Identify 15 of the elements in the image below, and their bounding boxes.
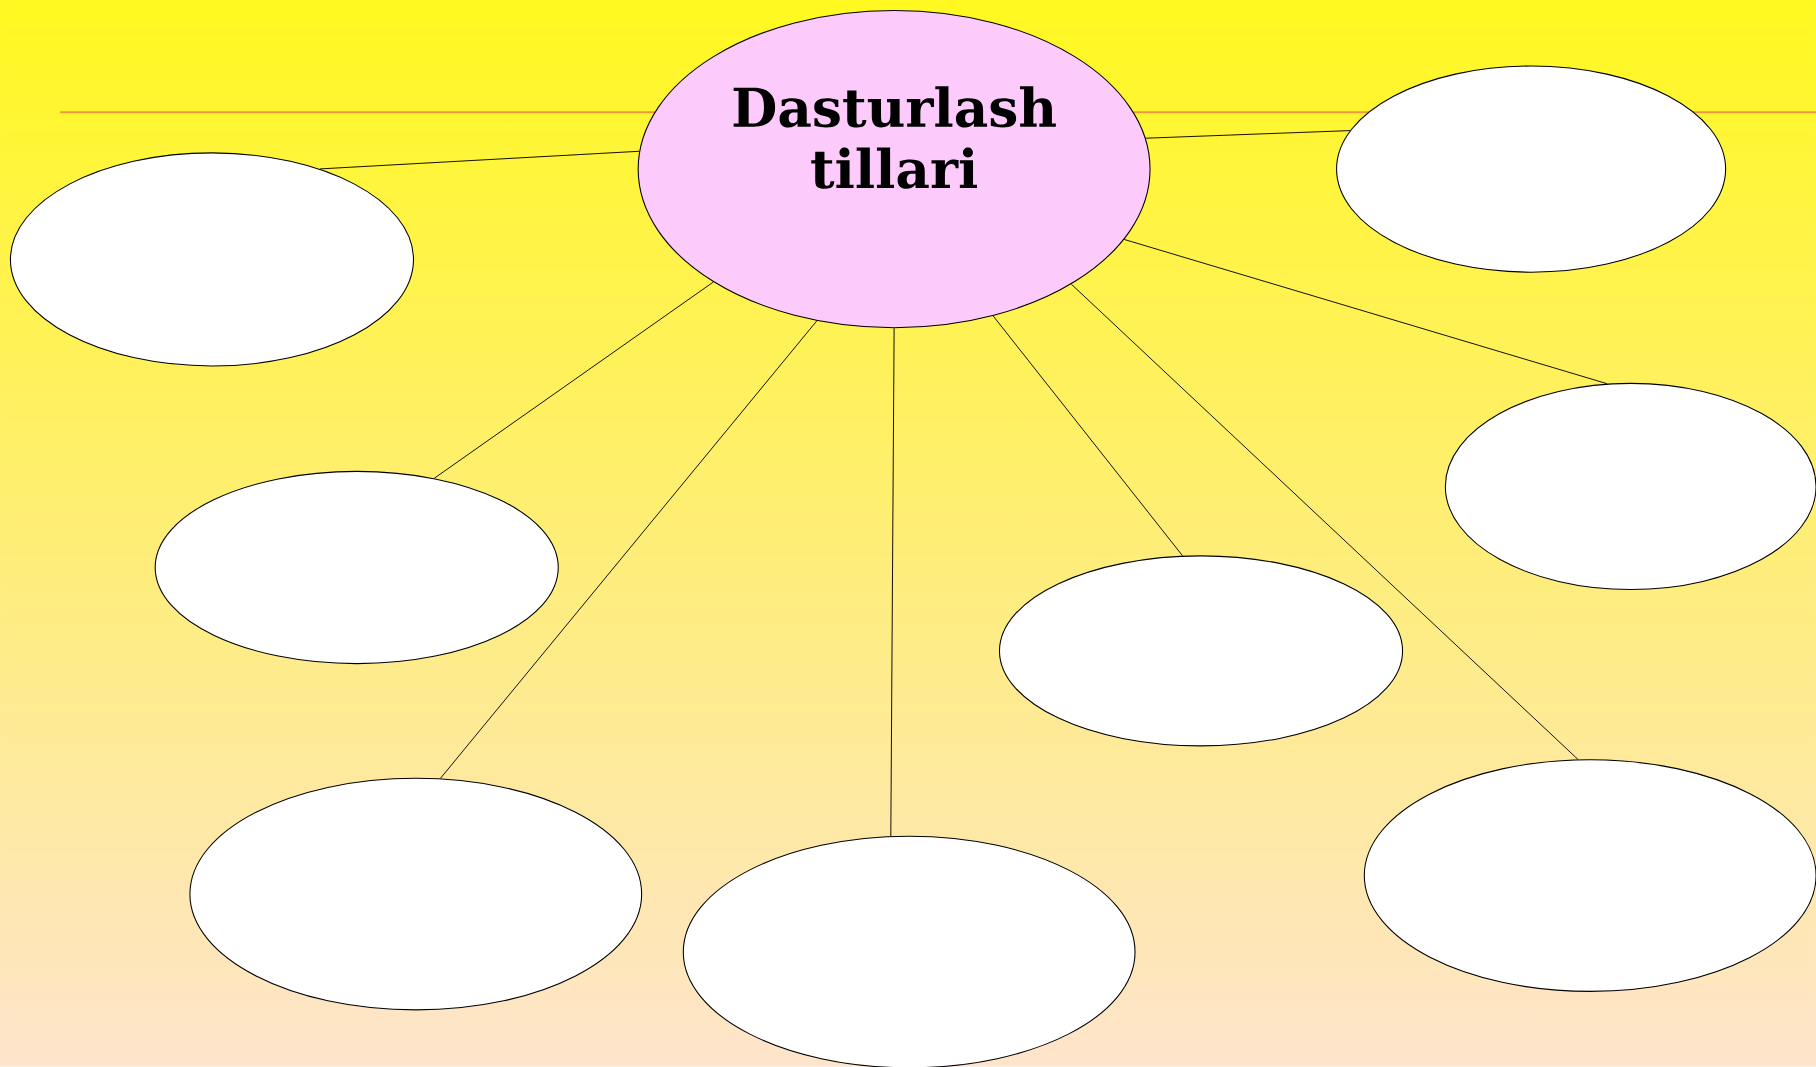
- ellipse-node: [189, 777, 643, 1011]
- connector-line: [1070, 283, 1579, 761]
- ellipse-node: [998, 555, 1404, 747]
- connector-line: [433, 281, 714, 479]
- connector-line: [890, 328, 895, 837]
- ellipse-node: [1336, 65, 1727, 273]
- connector-line: [1123, 239, 1608, 385]
- connector-line: [992, 315, 1183, 557]
- ellipse-node: [1444, 383, 1816, 591]
- ellipse-node: [1363, 759, 1816, 993]
- connector-line: [319, 151, 640, 170]
- ellipse-node: [154, 471, 559, 665]
- connector-line: [439, 320, 818, 780]
- ellipse-node: [9, 152, 415, 367]
- connector-line: [1145, 130, 1351, 139]
